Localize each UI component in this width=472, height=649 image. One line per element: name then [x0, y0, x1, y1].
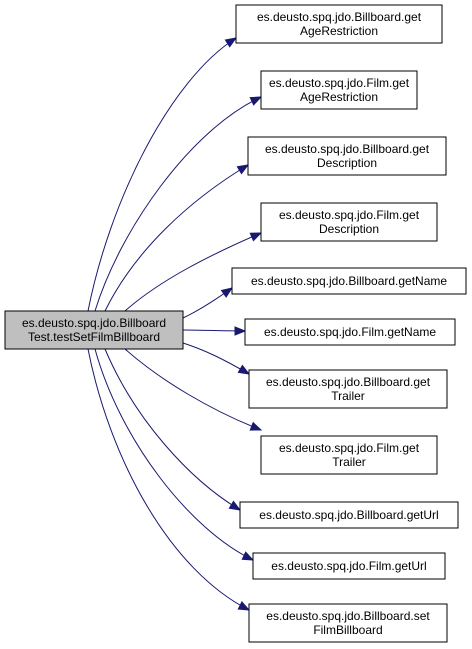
node-billboard-get-name-box	[231, 267, 467, 295]
edge-to-film-get-age-restriction	[94, 96, 262, 312]
node-film-get-age-restriction-box	[260, 70, 418, 110]
node-film-get-name-box	[244, 318, 456, 346]
edge-to-billboard-get-trailer-arrowhead	[237, 364, 251, 375]
edge-to-billboard-get-trailer	[182, 342, 250, 375]
node-film-get-description-box	[260, 202, 438, 242]
node-billboard-set-film-billboard-label-line: FilmBillboard	[313, 623, 382, 637]
edge-to-film-get-trailer-arrowhead	[249, 421, 263, 431]
edge-to-film-get-url	[94, 348, 254, 561]
node-film-get-url-box	[252, 552, 446, 580]
node-film-get-trailer-box	[260, 435, 438, 475]
node-film-get-age-restriction-label-line: AgeRestriction	[300, 90, 378, 104]
node-billboard-get-trailer-label-line: Trailer	[331, 389, 365, 403]
node-billboard-get-url-label-line: es.deusto.spq.jdo.Billboard.getUrl	[259, 508, 438, 522]
node-billboard-get-name[interactable]: es.deusto.spq.jdo.Billboard.getName	[231, 267, 467, 295]
node-billboard-get-url[interactable]: es.deusto.spq.jdo.Billboard.getUrl	[239, 501, 459, 529]
edge-to-film-get-description-arrowhead	[249, 232, 263, 242]
edge-layer	[87, 37, 263, 611]
node-billboard-get-age-restriction-label-line: es.deusto.spq.jdo.Billboard.get	[257, 10, 422, 24]
edge-to-billboard-get-description-arrowhead	[236, 164, 250, 175]
edge-to-billboard-get-url-arrowhead	[228, 500, 242, 511]
edge-to-billboard-set-film-billboard	[87, 348, 250, 611]
node-billboard-set-film-billboard[interactable]: es.deusto.spq.jdo.Billboard.setFilmBillb…	[248, 603, 448, 643]
node-billboard-get-description-label-line: Description	[317, 156, 377, 170]
node-billboard-get-name-label-line: es.deusto.spq.jdo.Billboard.getName	[251, 274, 447, 288]
node-film-get-trailer-label-line: es.deusto.spq.jdo.Film.get	[279, 441, 420, 455]
edge-to-film-get-name-arrowhead	[234, 326, 247, 336]
source-node-box	[4, 310, 184, 350]
edge-to-film-get-url-arrowhead	[241, 551, 255, 561]
source-node-label-line: es.deusto.spq.jdo.Billboard	[22, 316, 166, 330]
edge-to-billboard-set-film-billboard-arrowhead	[237, 601, 251, 611]
node-billboard-get-description-label-line: es.deusto.spq.jdo.Billboard.get	[265, 142, 430, 156]
source-node-label-line: Test.testSetFilmBillboard	[28, 330, 160, 344]
node-billboard-get-description-box	[247, 136, 447, 176]
edge-to-film-get-trailer	[124, 348, 262, 431]
node-film-get-age-restriction-label-line: es.deusto.spq.jdo.Film.get	[269, 76, 410, 90]
node-film-get-description-label-line: es.deusto.spq.jdo.Film.get	[279, 208, 420, 222]
node-billboard-get-description[interactable]: es.deusto.spq.jdo.Billboard.getDescripti…	[247, 136, 447, 176]
node-film-get-name-label-line: es.deusto.spq.jdo.Film.getName	[264, 325, 436, 339]
edge-to-billboard-get-description	[104, 164, 249, 312]
edge-to-billboard-get-age-restriction	[87, 37, 237, 312]
node-film-get-url-label-line: es.deusto.spq.jdo.Film.getUrl	[271, 559, 426, 573]
edge-to-billboard-get-url	[104, 348, 241, 511]
edge-to-film-get-description	[124, 232, 262, 312]
node-billboard-get-age-restriction[interactable]: es.deusto.spq.jdo.Billboard.getAgeRestri…	[235, 4, 443, 44]
node-film-get-trailer-label-line: Trailer	[332, 455, 366, 469]
edge-to-billboard-get-age-restriction-arrowhead	[224, 37, 238, 48]
node-billboard-get-age-restriction-label-line: AgeRestriction	[300, 24, 378, 38]
node-billboard-get-trailer-box	[248, 369, 448, 409]
node-film-get-url[interactable]: es.deusto.spq.jdo.Film.getUrl	[252, 552, 446, 580]
edge-to-film-get-age-restriction-arrowhead	[249, 96, 263, 106]
edge-to-billboard-get-name-arrowhead	[220, 287, 234, 298]
source-node[interactable]: es.deusto.spq.jdo.BillboardTest.testSetF…	[4, 310, 184, 350]
node-billboard-set-film-billboard-box	[248, 603, 448, 643]
node-billboard-set-film-billboard-label-line: es.deusto.spq.jdo.Billboard.set	[266, 609, 430, 623]
node-billboard-get-trailer-label-line: es.deusto.spq.jdo.Billboard.get	[266, 375, 431, 389]
node-film-get-description-label-line: Description	[319, 222, 379, 236]
node-layer: es.deusto.spq.jdo.BillboardTest.testSetF…	[4, 4, 467, 643]
node-film-get-name[interactable]: es.deusto.spq.jdo.Film.getName	[244, 318, 456, 346]
node-billboard-get-url-box	[239, 501, 459, 529]
node-billboard-get-age-restriction-box	[235, 4, 443, 44]
